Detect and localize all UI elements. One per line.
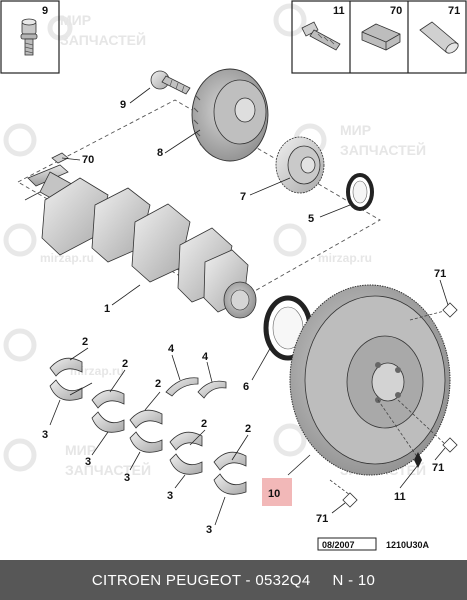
- callout-2: 2: [82, 336, 88, 348]
- callout-7: 7: [240, 191, 246, 203]
- callout-3: 3: [124, 472, 130, 484]
- callout-3: 3: [85, 456, 91, 468]
- callout-3: 3: [167, 490, 173, 502]
- dowel-marker-icon: [342, 302, 458, 508]
- drawing-stamp: 08/2007 1210U30A: [317, 537, 430, 551]
- stamp-code: 1210U30A: [386, 540, 430, 550]
- callout-71: 71: [432, 462, 444, 474]
- footer-make: CITROEN PEUGEOT - 0532Q4: [91, 571, 311, 589]
- callout-labels: 9 8 70 7 5 1 6 71 71 71 11 2 2 2 2 2 4 4…: [42, 99, 446, 536]
- callout-5: 5: [308, 213, 314, 225]
- thrust-washers: [165, 377, 227, 399]
- watermark-logo-icon: [3, 3, 327, 472]
- callout-11: 11: [394, 491, 406, 503]
- watermark-text: ЗАПЧАСТЕЙ: [60, 31, 146, 48]
- callout-71: 71: [316, 513, 328, 525]
- callout-2: 2: [122, 358, 128, 370]
- watermark-text: МИР: [65, 442, 96, 458]
- dowel-pin-icon: [419, 21, 459, 54]
- flywheel-leaders: [329, 309, 449, 496]
- callout-4: 4: [202, 351, 209, 363]
- callout-4: 4: [168, 343, 175, 355]
- watermark-site: mirzap.ru: [318, 251, 372, 265]
- watermark-site: mirzap.ru: [40, 251, 94, 265]
- inset-box-number: 11: [333, 5, 345, 17]
- callout-2: 2: [155, 378, 161, 390]
- inset-box-number: 70: [390, 5, 402, 17]
- bolt-icon: [20, 18, 38, 56]
- woodruff-key-icon: [361, 23, 401, 51]
- watermark-text: МИР: [60, 12, 91, 28]
- callout-2: 2: [245, 423, 251, 435]
- crankshaft: [24, 164, 257, 319]
- callout-1: 1: [104, 303, 110, 315]
- callout-9: 9: [120, 99, 126, 111]
- bolt-marker-icon: [414, 452, 422, 468]
- callout-6: 6: [243, 381, 249, 393]
- footer-ref: N - 10: [332, 571, 376, 589]
- stamp-date: 08/2007: [322, 540, 355, 550]
- crankshaft-pulley: [191, 68, 269, 162]
- inset-box-group: 11 70 71: [291, 0, 467, 74]
- callout-8: 8: [157, 147, 163, 159]
- flywheel-bolt-icon: [301, 21, 341, 51]
- footer-bar: CITROEN PEUGEOT - 0532Q4 N - 10: [0, 560, 467, 600]
- watermark-text: ЗАПЧАСТЕЙ: [340, 141, 426, 158]
- main-bearing-shells: [49, 357, 247, 495]
- inset-box-number: 71: [448, 5, 460, 17]
- watermark-text: ЗАПЧАСТЕЙ: [65, 461, 151, 478]
- watermark-site: mirzap.ru: [70, 364, 124, 378]
- inset-box-number: 9: [42, 5, 48, 17]
- callout-70: 70: [82, 154, 94, 166]
- flywheel: [289, 284, 451, 476]
- callout-3: 3: [42, 429, 48, 441]
- inset-box-9: 9: [0, 0, 60, 74]
- callout-71: 71: [434, 268, 446, 280]
- callout-10-highlight: 10: [262, 478, 292, 506]
- woodruff-key: [51, 152, 69, 164]
- leader-lines: [49, 87, 449, 526]
- watermark-text: МИР: [340, 122, 371, 138]
- callout-2: 2: [201, 418, 207, 430]
- callout-3: 3: [206, 524, 212, 536]
- callout-10: 10: [268, 488, 280, 500]
- pulley-bolt: [150, 70, 191, 95]
- exploded-parts-diagram: МИР ЗАПЧАСТЕЙ МИР ЗАПЧАСТЕЙ МИР ЗАПЧАСТЕ…: [0, 0, 467, 551]
- timing-sprocket: [275, 136, 325, 194]
- front-oil-seal: [346, 173, 374, 211]
